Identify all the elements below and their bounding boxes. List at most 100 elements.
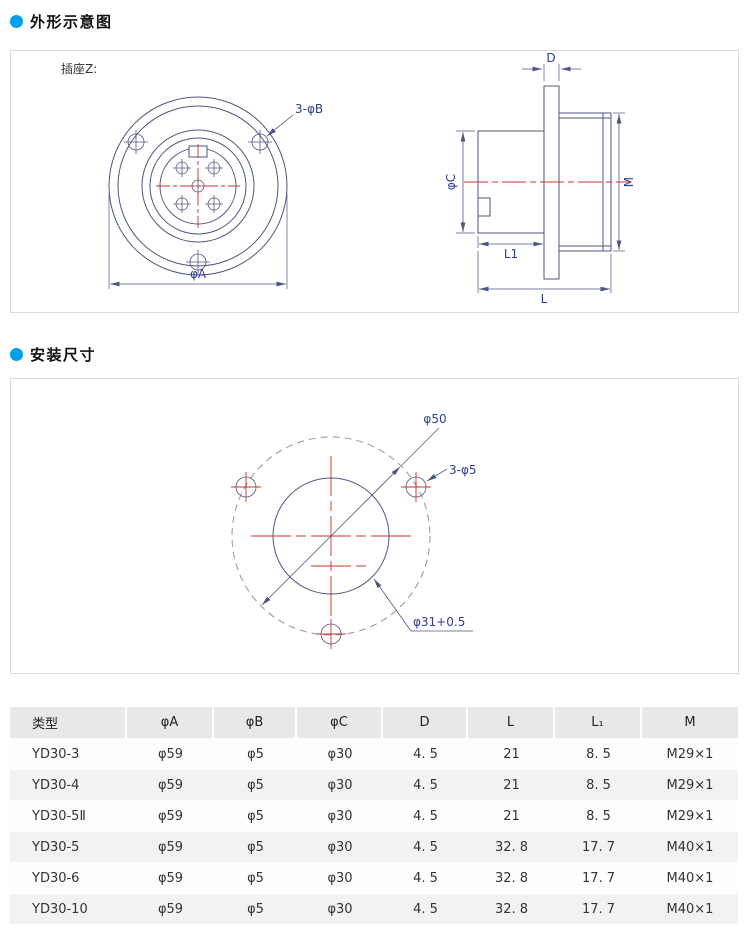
dim-label-phi-c: φC [444,174,458,190]
value-cell: M29×1 [642,801,738,831]
dim-label-phi-50: φ50 [423,412,446,426]
value-cell: φ59 [127,770,214,800]
section-bullet-icon [10,348,23,361]
value-cell: φ59 [127,894,214,924]
column-header: 类型 [10,707,127,738]
section-title-mounting: 安装尺寸 [30,346,97,364]
column-header: φA [127,707,214,738]
value-cell: M40×1 [642,832,738,862]
model-cell: YD30-5Ⅱ [10,801,127,831]
value-cell: 21 [468,801,555,831]
model-cell: YD30-5 [10,832,127,862]
column-header: φB [214,707,297,738]
value-cell: 21 [468,739,555,769]
value-cell: 8. 5 [555,801,642,831]
model-cell: YD30-10 [10,894,127,924]
mounting-drawing: φ50 3-φ5 φ31+0.5 [231,412,477,649]
value-cell: 32. 8 [468,832,555,862]
flange-outer-circle [108,96,288,276]
value-cell: 8. 5 [555,770,642,800]
value-cell: φ30 [297,863,383,893]
value-cell: 4. 5 [383,801,468,831]
value-cell: φ30 [297,801,383,831]
column-header: D [383,707,468,738]
socket-label: 插座Z: [61,61,97,76]
dim-label-3-phi-5: 3-φ5 [449,463,477,477]
value-cell: 21 [468,770,555,800]
value-cell: 4. 5 [383,832,468,862]
dim-phi-c: φC [444,130,475,234]
value-cell: φ30 [297,770,383,800]
dim-label-l: L [541,292,548,306]
value-cell: M40×1 [642,894,738,924]
column-header: M [642,707,738,738]
mount-hole-centerlines [231,472,431,649]
value-cell: φ59 [127,863,214,893]
bolt-circle-dashed [231,436,431,636]
value-cell: φ5 [214,770,297,800]
section-title-outline: 外形示意图 [30,13,113,31]
value-cell: 32. 8 [468,894,555,924]
outline-diagram-frame: 插座Z: [10,50,739,313]
value-cell: 32. 8 [468,863,555,893]
dim-3-phi-5: 3-φ5 [426,463,477,482]
value-cell: 17. 7 [555,894,642,924]
dim-l: L [477,251,612,306]
flange-plate [543,85,560,280]
value-cell: φ30 [297,894,383,924]
dim-label-3-phi-b: 3-φB [295,102,323,116]
value-cell: 4. 5 [383,739,468,769]
value-cell: 4. 5 [383,894,468,924]
dim-phi-50: φ50 [261,412,447,606]
body-ring-outer [141,129,255,243]
value-cell: φ59 [127,832,214,862]
model-cell: YD30-4 [10,770,127,800]
value-cell: φ30 [297,832,383,862]
value-cell: M40×1 [642,863,738,893]
side-view [477,85,612,280]
value-cell: φ5 [214,894,297,924]
dim-phi-a: φA [108,193,288,289]
value-cell: φ59 [127,739,214,769]
dim-l1: L1 [477,236,543,261]
value-cell: φ5 [214,832,297,862]
dim-label-phi-a: φA [190,267,207,281]
shell-step [478,197,491,217]
dim-label-l1: L1 [504,247,518,261]
dim-label-phi-31: φ31+0.5 [413,615,465,629]
column-header: φC [297,707,383,738]
value-cell: 4. 5 [383,770,468,800]
body-ring-inner [149,137,247,235]
value-cell: φ5 [214,801,297,831]
value-cell: 4. 5 [383,863,468,893]
column-header: L [468,707,555,738]
value-cell: M29×1 [642,770,738,800]
outline-drawing: 插座Z: [61,51,636,306]
dim-phi-31: φ31+0.5 [373,578,473,632]
column-header: L₁ [555,707,642,738]
front-centerlines [156,144,240,228]
dim-d: D [522,51,581,81]
model-cell: YD30-6 [10,863,127,893]
value-cell: 17. 7 [555,863,642,893]
front-mounting-holes [124,130,272,274]
model-cell: YD30-3 [10,739,127,769]
value-cell: φ5 [214,863,297,893]
section-bullet-icon [10,15,23,28]
dim-label-d: D [546,51,555,65]
section-header-mounting: 安装尺寸 [10,344,96,365]
value-cell: φ30 [297,739,383,769]
value-cell: M29×1 [642,739,738,769]
mounting-diagram-frame: φ50 3-φ5 φ31+0.5 [10,378,739,674]
value-cell: φ59 [127,801,214,831]
value-cell: φ5 [214,739,297,769]
